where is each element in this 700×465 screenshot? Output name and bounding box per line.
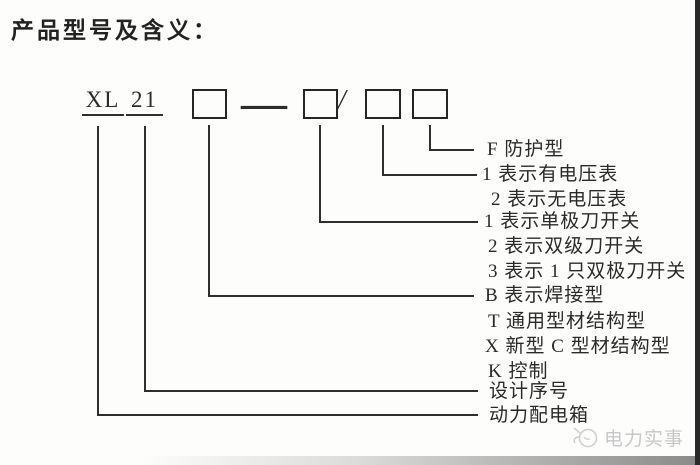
legend-item-k-control: K 控制 — [488, 361, 549, 382]
legend-item-2-double-pole: 2 表示双级刀开关 — [488, 236, 645, 257]
watermark: 电力实事 — [571, 424, 684, 451]
legend-item-1-with-voltmeter: 1 表示有电压表 — [482, 164, 619, 185]
watermark-text: 电力实事 — [604, 429, 685, 450]
legend-item-x-new-c-profile: X 新型 C 型材结构型 — [485, 336, 671, 357]
model-design-number: 21 — [126, 87, 163, 116]
legend-item-power-box: 动力配电箱 — [489, 405, 590, 426]
model-box-voltmeter-type — [365, 89, 401, 119]
legend-item-1-single-pole: 1 表示单极刀开关 — [484, 211, 641, 232]
dash-separator: — — [241, 77, 287, 128]
slash-separator: / — [338, 85, 346, 116]
legend-item-b-welded: B 表示焊接型 — [485, 285, 605, 306]
model-prefix: XL — [82, 87, 124, 116]
connector-switch — [319, 125, 478, 223]
model-box-structure-type — [192, 89, 227, 119]
connector-structure — [208, 125, 474, 297]
connector-prefix — [97, 126, 478, 416]
legend-item-3-one-double-pole: 3 表示 1 只双极刀开关 — [488, 261, 687, 282]
legend-item-f-protective: F 防护型 — [487, 139, 565, 160]
connector-voltmeter — [382, 125, 477, 176]
mascot-logo-icon — [573, 427, 598, 448]
model-box-switch-type — [303, 89, 338, 119]
bottom-edge-shadow — [140, 456, 695, 465]
legend-item-2-no-voltmeter: 2 表示无电压表 — [491, 189, 628, 210]
right-edge-border — [695, 0, 700, 465]
legend-item-design-number: 设计序号 — [489, 381, 570, 402]
page-title: 产品型号及含义： — [11, 18, 219, 43]
model-box-protection-type — [412, 89, 448, 119]
connector-protection — [429, 125, 474, 151]
connector-design-number — [144, 126, 478, 392]
legend-item-t-universal: T 通用型材结构型 — [488, 311, 647, 332]
